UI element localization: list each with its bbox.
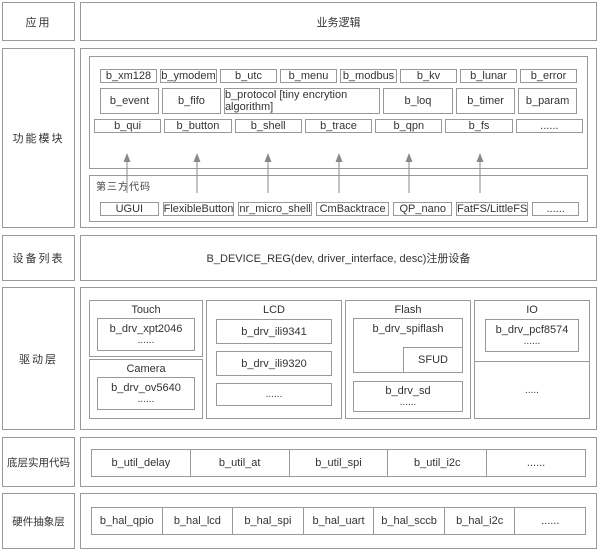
layer-label-hal: 硬件抽象层 [2, 493, 75, 549]
util-cell: ...... [526, 457, 546, 469]
module-cell: b_qpn [375, 119, 443, 133]
driver-chip-name: b_drv_ov5640 [111, 382, 181, 394]
driver-chip: b_drv_ili9341 [216, 319, 332, 344]
module-cell: b_error [520, 69, 577, 83]
driver-subchip: SFUD [403, 347, 463, 373]
module-cell: b_modbus [340, 69, 397, 83]
module-cell: b_event [100, 88, 159, 114]
hal-section: b_hal_qpio b_hal_lcd b_hal_spi b_hal_uar… [80, 493, 597, 549]
driver-chip-name: b_drv_pcf8574 [495, 324, 569, 336]
driver-group-title: LCD [262, 304, 285, 316]
driver-group-camera: Camera b_drv_ov5640 ...... [89, 359, 203, 419]
module-cell: b_fs [445, 119, 513, 133]
driver-chip: b_drv_pcf8574 ...... [485, 319, 579, 352]
module-cell: b_kv [400, 69, 457, 83]
util-cell: b_util_i2c [388, 450, 488, 476]
modules-row-3: b_qui b_button b_shell b_trace b_qpn b_f… [94, 119, 583, 133]
util-cell: b_util_delay [92, 450, 191, 476]
driver-chip-name: b_drv_spiflash [372, 323, 444, 335]
util-section: b_util_delay b_util_at b_util_spi b_util… [80, 437, 597, 487]
driver-chip: b_drv_spiflash SFUD [353, 318, 463, 373]
more-dots: ...... [399, 397, 417, 408]
more-dots: ...... [137, 335, 155, 346]
third-party-cell: FlexibleButton [162, 202, 235, 216]
third-party-cell: UGUI [100, 202, 159, 216]
third-party-cell: ...... [532, 202, 580, 216]
app-content: 业务逻辑 [80, 2, 597, 41]
third-party-cell: QP_nano [393, 202, 453, 216]
driver-chip: b_drv_sd ...... [353, 381, 463, 412]
driver-section: Touch b_drv_xpt2046 ...... Camera b_drv_… [80, 287, 597, 430]
driver-group-title: Camera [126, 363, 166, 375]
modules-inner-box: b_xm128 b_ymodem b_utc b_menu b_modbus b… [89, 56, 588, 169]
driver-group-title: Flash [394, 304, 422, 316]
module-cell: b_utc [220, 69, 277, 83]
hal-cell: b_hal_qpio [92, 508, 163, 534]
module-cell: b_param [518, 88, 578, 114]
hal-cell: b_hal_lcd [163, 508, 234, 534]
driver-group-lcd: LCD b_drv_ili9341 b_drv_ili9320 ...... [206, 300, 342, 419]
module-cell: b_ymodem [160, 69, 217, 83]
util-cell: b_util_spi [290, 450, 389, 476]
module-cell: b_fifo [161, 88, 221, 114]
module-cell: b_timer [456, 88, 516, 114]
layer-label-app: 应用 [2, 2, 75, 41]
more-dots: ..... [525, 384, 539, 396]
layer-label-device-list: 设备列表 [2, 235, 75, 281]
module-cell: b_protocol [tiny encrytion algorithm] [223, 88, 380, 114]
driver-chip: b_drv_xpt2046 ...... [97, 318, 195, 351]
module-cell: b_shell [234, 119, 302, 133]
module-cell: b_button [164, 119, 232, 133]
module-cell: b_menu [280, 69, 337, 83]
module-cell: ...... [515, 119, 583, 133]
driver-chip-name: b_drv_xpt2046 [109, 323, 183, 335]
modules-section: b_xm128 b_ymodem b_utc b_menu b_modbus b… [80, 48, 597, 228]
driver-chip: b_drv_ili9320 [216, 351, 332, 376]
layer-label-driver: 驱动层 [2, 287, 75, 430]
layer-label-util: 底层实用代码 [2, 437, 75, 487]
hal-cell: b_hal_i2c [445, 508, 516, 534]
more-dots: ...... [137, 394, 155, 405]
module-cell: b_loq [382, 88, 454, 114]
third-party-cell: CmBacktrace [315, 202, 390, 216]
driver-group-io: IO b_drv_pcf8574 ...... ..... [474, 300, 590, 419]
util-row: b_util_delay b_util_at b_util_spi b_util… [91, 449, 586, 477]
module-cell: b_trace [304, 119, 373, 133]
driver-io-top: IO b_drv_pcf8574 ...... [475, 301, 589, 362]
hal-row: b_hal_qpio b_hal_lcd b_hal_spi b_hal_uar… [91, 507, 586, 535]
util-cell: b_util_at [191, 450, 290, 476]
modules-row-1: b_xm128 b_ymodem b_utc b_menu b_modbus b… [100, 69, 577, 83]
more-dots: ...... [216, 383, 332, 406]
third-party-cell: nr_micro_shell [238, 202, 312, 216]
third-party-label: 第三方代码 [96, 182, 151, 193]
driver-chip: b_drv_ov5640 ...... [97, 377, 195, 410]
driver-groups: Touch b_drv_xpt2046 ...... Camera b_drv_… [89, 300, 590, 419]
layer-label-modules: 功能模块 [2, 48, 75, 228]
driver-group-flash: Flash b_drv_spiflash SFUD b_drv_sd .....… [345, 300, 471, 419]
driver-col-touch-camera: Touch b_drv_xpt2046 ...... Camera b_drv_… [89, 300, 203, 419]
third-party-row: UGUI FlexibleButton nr_micro_shell CmBac… [100, 202, 580, 216]
hal-cell: b_hal_spi [233, 508, 304, 534]
hal-cell: b_hal_sccb [374, 508, 445, 534]
module-cell: b_xm128 [100, 69, 157, 83]
hal-cell: ...... [541, 515, 560, 527]
module-cell: b_lunar [460, 69, 517, 83]
driver-group-touch: Touch b_drv_xpt2046 ...... [89, 300, 203, 357]
hal-cell: b_hal_uart [304, 508, 375, 534]
driver-group-title: Touch [131, 304, 161, 316]
module-cell: b_qui [94, 119, 162, 133]
modules-row-2: b_event b_fifo b_protocol [tiny encrytio… [100, 88, 578, 114]
third-party-box: 第三方代码 UGUI FlexibleButton nr_micro_shell… [89, 175, 588, 222]
driver-chip-name: b_drv_sd [385, 385, 431, 397]
third-party-cell: FatFS/LittleFS [456, 202, 529, 216]
more-dots: ...... [523, 336, 541, 347]
device-reg-content: B_DEVICE_REG(dev, driver_interface, desc… [80, 235, 597, 281]
driver-group-title: IO [526, 304, 538, 316]
